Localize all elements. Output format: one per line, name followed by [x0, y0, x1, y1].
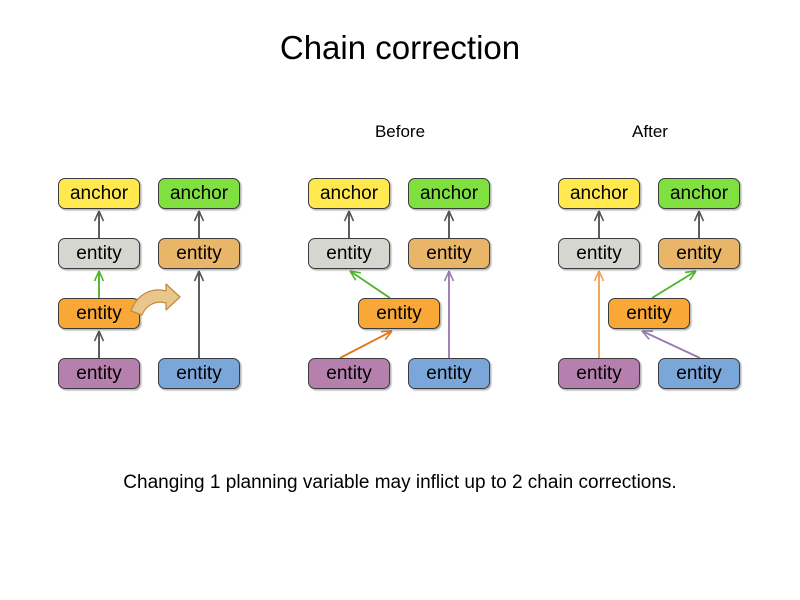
- chain-edge-arrow: [193, 270, 205, 358]
- move-arrow: [130, 283, 181, 316]
- chain-edge-arrow: [349, 270, 391, 299]
- slide-caption: Changing 1 planning variable may inflict…: [123, 472, 677, 493]
- chain-edge-arrow: [93, 270, 105, 298]
- panel-label-after: After: [632, 122, 668, 141]
- chain-edge-arrow: [693, 210, 705, 238]
- chain-edge-arrow: [443, 210, 455, 238]
- chain-edge-arrow: [641, 330, 701, 359]
- chain-edge-arrow: [93, 210, 105, 238]
- chain-edge-arrow: [593, 270, 605, 358]
- chain-edge-arrow: [339, 330, 393, 359]
- page-title: Chain correction: [279, 29, 521, 66]
- chain-edge-arrow: [651, 270, 697, 299]
- chain-edge-arrow: [343, 210, 355, 238]
- chain-edge-arrow: [443, 270, 455, 358]
- chain-edge-arrow: [593, 210, 605, 238]
- chain-edge-arrow: [193, 210, 205, 238]
- panel-label-before: Before: [374, 122, 426, 141]
- chain-edge-arrow: [93, 330, 105, 358]
